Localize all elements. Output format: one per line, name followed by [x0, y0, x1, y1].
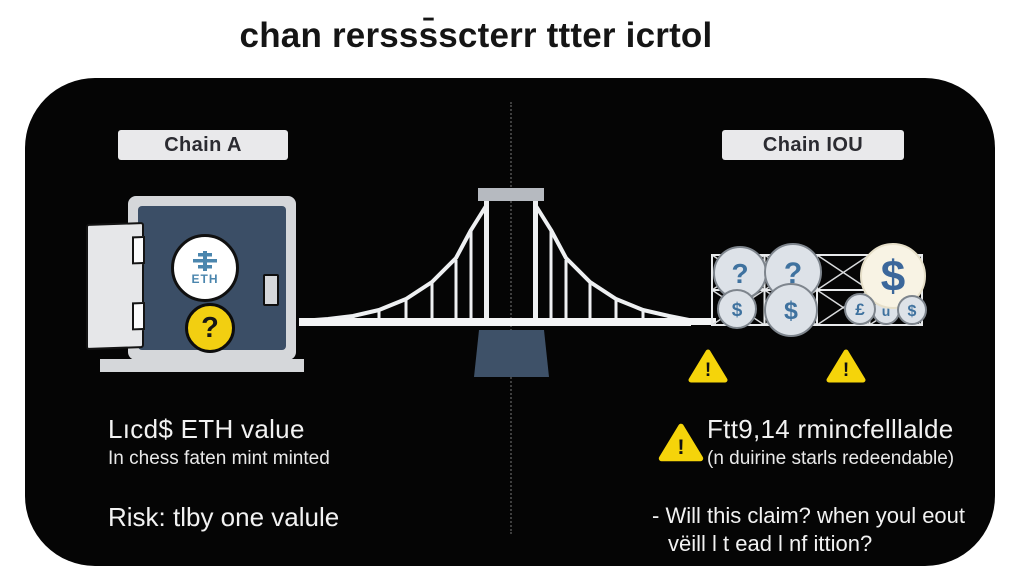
- eth-glyph-icon: [193, 250, 217, 271]
- right-caption-line1: Ftt9,14 rmincfelllalde: [707, 414, 954, 444]
- warning-triangle-icon: !: [688, 349, 728, 383]
- dollar-token-glyph: $: [784, 297, 798, 325]
- vault-hinge-icon: [132, 301, 145, 331]
- big-dollar-glyph: $: [881, 252, 905, 301]
- small-pound-glyph: £: [855, 300, 865, 319]
- right-note-line2: vëill l t ead l nf ittion?: [668, 531, 873, 556]
- small-dollar-token-icon: [897, 295, 927, 325]
- bridge-tower-cap: [478, 188, 544, 201]
- left-caption-line2: In chess faten mint minted: [108, 448, 330, 469]
- question-token-glyph: ?: [784, 257, 802, 290]
- vault-handle-icon: [263, 274, 279, 306]
- bridge-hangers: [351, 231, 671, 320]
- question-token-glyph: ?: [731, 258, 748, 289]
- bridge-pier: [474, 330, 549, 377]
- dollar-token-icon: [764, 283, 818, 337]
- right-note-line1: - Will this claim? when youl eout: [652, 503, 966, 528]
- chain-a-label: Chain A: [118, 130, 288, 160]
- small-pound-token-icon: [844, 293, 876, 325]
- right-caption-block: Ftt9,14 rmincfelllalde (n duirine starls…: [707, 414, 954, 470]
- bridge-cables: [299, 204, 691, 323]
- bridge-deck: [299, 318, 691, 326]
- warning-exclamation: !: [677, 434, 684, 459]
- diagram-panel: Chain A Chain IOU ETH ?: [25, 78, 995, 566]
- right-note-block: - Will this claim? when youl eout vëill …: [652, 502, 965, 558]
- dollar-token-glyph: $: [732, 300, 743, 321]
- left-caption-line1: Lıcd$ ETH value: [108, 414, 305, 444]
- small-u-token-glyph: u: [882, 303, 891, 319]
- eth-coin-icon: ETH: [171, 234, 239, 302]
- chain-iou-label: Chain IOU: [722, 130, 904, 160]
- warning-triangle-icon: !: [658, 423, 704, 462]
- warning-triangle-icon: !: [826, 349, 866, 383]
- right-caption-line2: (n duirine starls redeendable): [707, 448, 955, 469]
- bridge-icon: [299, 188, 691, 377]
- eth-coin-label: ETH: [191, 271, 219, 286]
- vault-base: [100, 359, 304, 372]
- warning-exclamation: !: [705, 360, 711, 381]
- big-dollar-coin-icon: [860, 243, 926, 309]
- vault-door-icon: [86, 221, 145, 351]
- left-caption-block: Lıcd$ ETH value In chess faten mint mint…: [108, 414, 330, 470]
- dollar-token-icon: [717, 289, 757, 329]
- warning-exclamation: !: [843, 360, 849, 381]
- deck-connector: [690, 318, 716, 325]
- question-coin-icon: ?: [185, 303, 235, 353]
- iou-token-grid-icon: ? ? $ $ u $ £ $: [711, 243, 927, 337]
- vault-hinge-icon: [132, 235, 145, 265]
- diagram-title: chan rersss̄scterr ttter icrtol: [239, 16, 713, 55]
- risk-caption: Risk: tlby one valule: [108, 502, 340, 532]
- small-dollar-glyph: $: [908, 303, 917, 320]
